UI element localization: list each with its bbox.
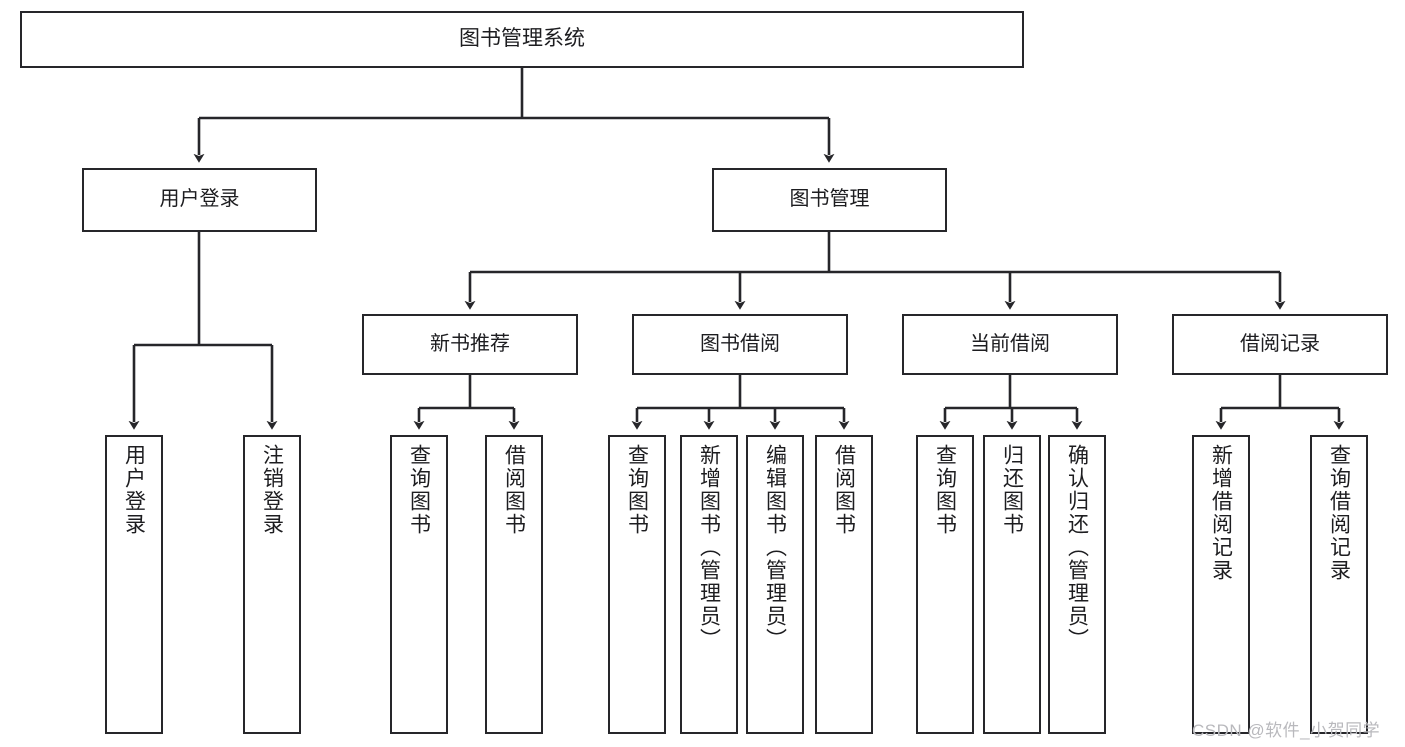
node-label: 借阅记录 — [1240, 332, 1320, 355]
leaf-borrow-book-rec[interactable]: 借阅图书 — [485, 435, 543, 734]
leaf-query-book-borrow[interactable]: 查询图书 — [608, 435, 666, 734]
node-label: 图书管理系统 — [459, 27, 585, 51]
leaf-logout[interactable]: 注销登录 — [243, 435, 301, 734]
leaf-add-book-admin[interactable]: 新增图书（管理员） — [680, 435, 738, 734]
node-label: 新增图书（管理员） — [697, 444, 721, 651]
node-label: 用户登录 — [159, 188, 240, 211]
leaf-query-book-rec[interactable]: 查询图书 — [390, 435, 448, 734]
leaf-add-borrow-record[interactable]: 新增借阅记录 — [1192, 435, 1250, 734]
node-label: 确认归还（管理员） — [1065, 444, 1089, 651]
node-label: 借阅图书 — [832, 444, 856, 536]
leaf-borrow-book[interactable]: 借阅图书 — [815, 435, 873, 734]
node-label: 归还图书 — [1000, 444, 1024, 536]
node-label: 注销登录 — [260, 444, 284, 536]
leaf-user-login[interactable]: 用户登录 — [105, 435, 163, 734]
leaf-query-book-current[interactable]: 查询图书 — [916, 435, 974, 734]
node-user-login[interactable]: 用户登录 — [82, 168, 317, 232]
node-label: 查询图书 — [407, 444, 431, 536]
leaf-query-borrow-record[interactable]: 查询借阅记录 — [1310, 435, 1368, 734]
node-root[interactable]: 图书管理系统 — [20, 11, 1024, 68]
node-current-borrow[interactable]: 当前借阅 — [902, 314, 1118, 375]
watermark: CSDN @软件_小贺同学 — [1192, 721, 1381, 740]
node-label: 查询图书 — [933, 444, 957, 536]
leaf-edit-book-admin[interactable]: 编辑图书（管理员） — [746, 435, 804, 734]
node-label: 查询借阅记录 — [1327, 444, 1351, 582]
node-new-book-recommend[interactable]: 新书推荐 — [362, 314, 578, 375]
node-label: 图书借阅 — [700, 332, 780, 355]
node-label: 新书推荐 — [430, 332, 510, 355]
node-book-borrow[interactable]: 图书借阅 — [632, 314, 848, 375]
leaf-confirm-return-admin[interactable]: 确认归还（管理员） — [1048, 435, 1106, 734]
node-label: 用户登录 — [122, 444, 146, 536]
node-label: 借阅图书 — [502, 444, 526, 536]
node-label: 当前借阅 — [970, 332, 1050, 355]
node-label: 图书管理 — [789, 188, 870, 211]
leaf-return-book[interactable]: 归还图书 — [983, 435, 1041, 734]
node-borrow-record[interactable]: 借阅记录 — [1172, 314, 1388, 375]
node-book-management[interactable]: 图书管理 — [712, 168, 947, 232]
node-label: 查询图书 — [625, 444, 649, 536]
node-label: 新增借阅记录 — [1209, 444, 1233, 582]
node-label: 编辑图书（管理员） — [763, 444, 787, 651]
